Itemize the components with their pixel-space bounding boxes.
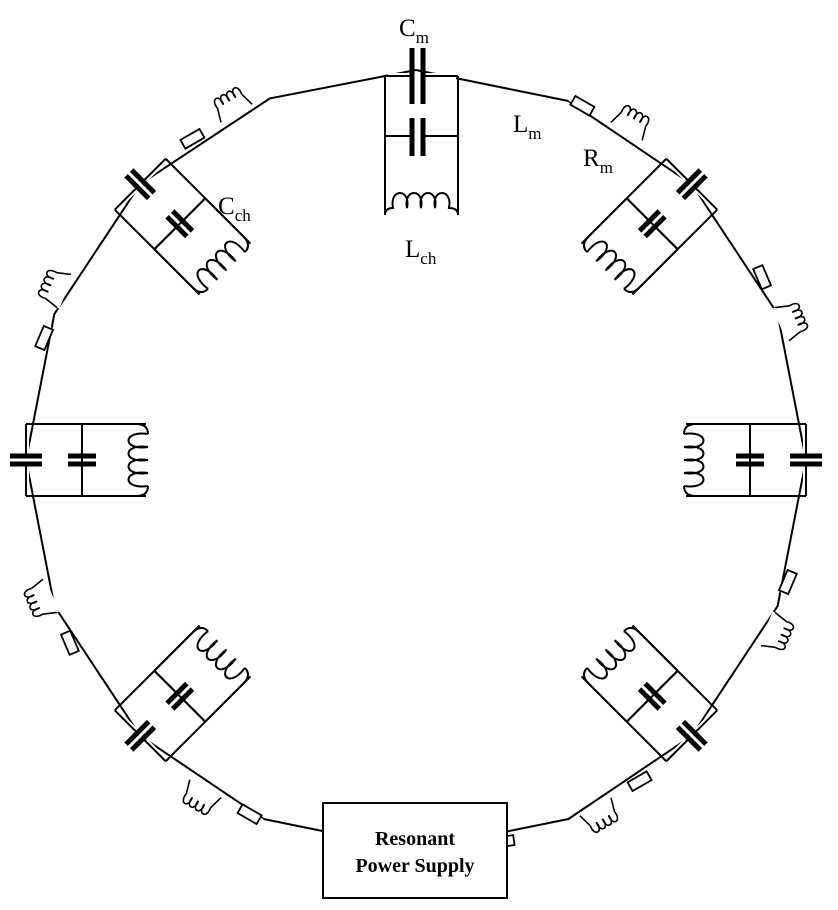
lm-label: Lm	[513, 111, 542, 143]
series-rl-3	[576, 770, 654, 833]
resistor-rm	[179, 127, 206, 150]
inductor-lch	[582, 197, 679, 294]
inductor-lch-top	[384, 192, 459, 216]
inductor-lch	[153, 197, 250, 294]
resistor-rm	[777, 568, 798, 596]
inductor-lm	[23, 578, 58, 618]
capacitor-cch	[626, 197, 679, 250]
module-frame	[114, 158, 252, 296]
resistor-rm	[752, 263, 773, 291]
power-supply-box	[322, 802, 508, 899]
inductor-lch	[153, 626, 250, 723]
lch-label: Lch	[405, 236, 437, 268]
inductor-lch	[582, 626, 679, 723]
inductor-lm	[610, 105, 650, 141]
power-supply-line1: Resonant	[375, 828, 455, 850]
channel-modules	[10, 48, 822, 767]
inductor-lm	[213, 87, 253, 123]
resistor-rm	[34, 324, 55, 352]
module-frame	[114, 624, 252, 762]
channel-module-4	[10, 420, 149, 500]
module-frame	[580, 624, 718, 762]
module-frame	[686, 423, 807, 497]
series-rl-4	[182, 776, 264, 826]
inductor-lm	[774, 302, 809, 342]
series-rl-1	[752, 262, 809, 344]
capacitor-cch	[68, 424, 96, 496]
capacitor-cch	[153, 197, 206, 250]
channel-module-5	[109, 153, 252, 296]
series-rl-7	[178, 87, 256, 150]
series-rl-0	[568, 94, 650, 144]
inductor-lm	[182, 779, 222, 815]
channel-module-0	[580, 153, 723, 296]
resonant-power-supply: Resonant Power Supply	[322, 802, 508, 899]
module-frame	[25, 423, 146, 497]
resistor-rm	[236, 803, 263, 826]
series-rl-2	[757, 567, 798, 651]
inductor-lm	[760, 611, 795, 651]
resistor-rm	[569, 94, 596, 117]
series-rl-6	[34, 269, 75, 353]
capacitor-cch	[153, 670, 206, 723]
inductor-lm	[37, 269, 72, 309]
cm-label: Cm	[399, 15, 429, 47]
inductor-lch	[82, 423, 149, 497]
inductor-lch	[683, 423, 750, 497]
power-supply-line2: Power Supply	[355, 855, 474, 877]
channel-module-1	[683, 420, 822, 500]
module-frame	[580, 158, 718, 296]
inductor-lm	[579, 797, 619, 833]
channel-module-top	[384, 48, 459, 216]
channel-module-2	[580, 624, 723, 767]
resistor-rm	[59, 629, 80, 657]
module-frame-top	[384, 76, 459, 215]
resistor-rm	[626, 770, 653, 793]
series-rl-5	[23, 576, 80, 658]
cch-label: Cch	[218, 193, 251, 225]
capacitor-cch	[736, 424, 764, 496]
channel-module-3	[109, 624, 252, 767]
rm-label: Rm	[583, 145, 613, 177]
capacitor-cch	[626, 670, 679, 723]
